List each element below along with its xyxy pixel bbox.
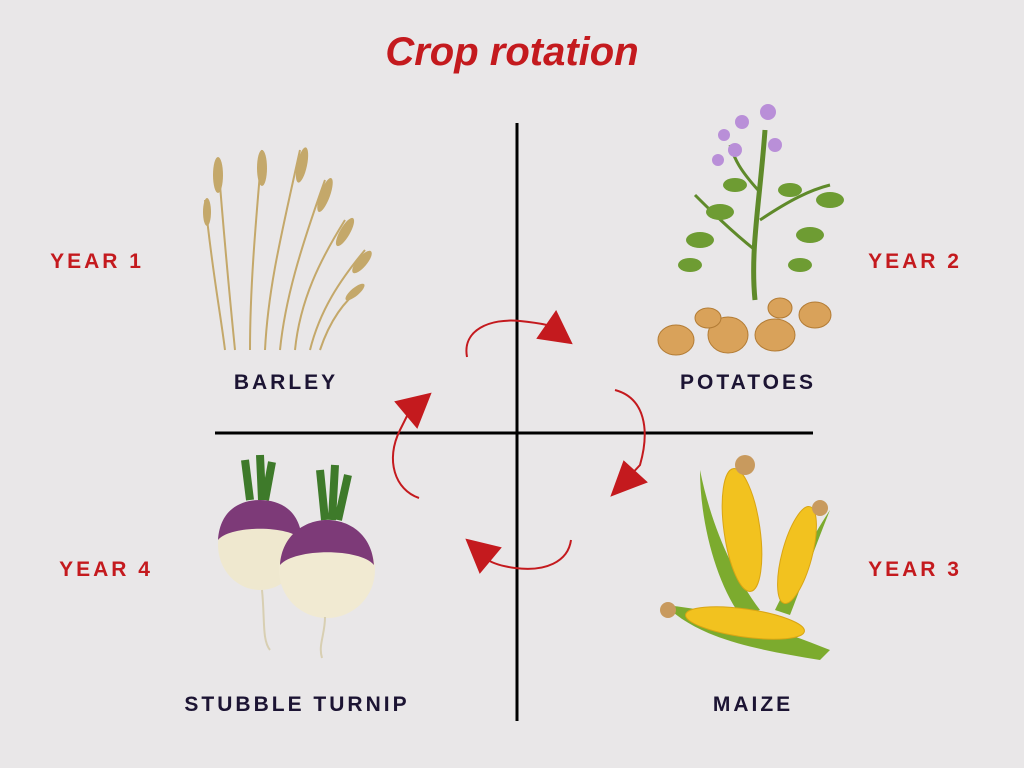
potato-plant-illustration — [657, 104, 844, 356]
year-4-label: YEAR 4 — [59, 558, 153, 581]
diagram-title: Crop rotation — [385, 30, 639, 74]
year-1-label: YEAR 1 — [50, 250, 144, 273]
barley-label: BARLEY — [233, 371, 339, 394]
turnip-illustration — [218, 454, 375, 659]
stubble-turnip-label: STUBBLE TURNIP — [184, 693, 410, 716]
year-2-label: YEAR 2 — [868, 250, 962, 273]
potatoes-label: POTATOES — [679, 371, 817, 394]
arrow-year3-to-year4 — [465, 538, 572, 574]
year-3-label: YEAR 3 — [868, 558, 962, 581]
maize-label: MAIZE — [712, 693, 794, 716]
arrow-year4-to-year1 — [391, 392, 432, 499]
maize-illustration — [660, 455, 830, 660]
arrow-year1-to-year2 — [465, 310, 573, 358]
arrow-year2-to-year3 — [610, 389, 648, 497]
barley-illustration — [203, 147, 372, 351]
